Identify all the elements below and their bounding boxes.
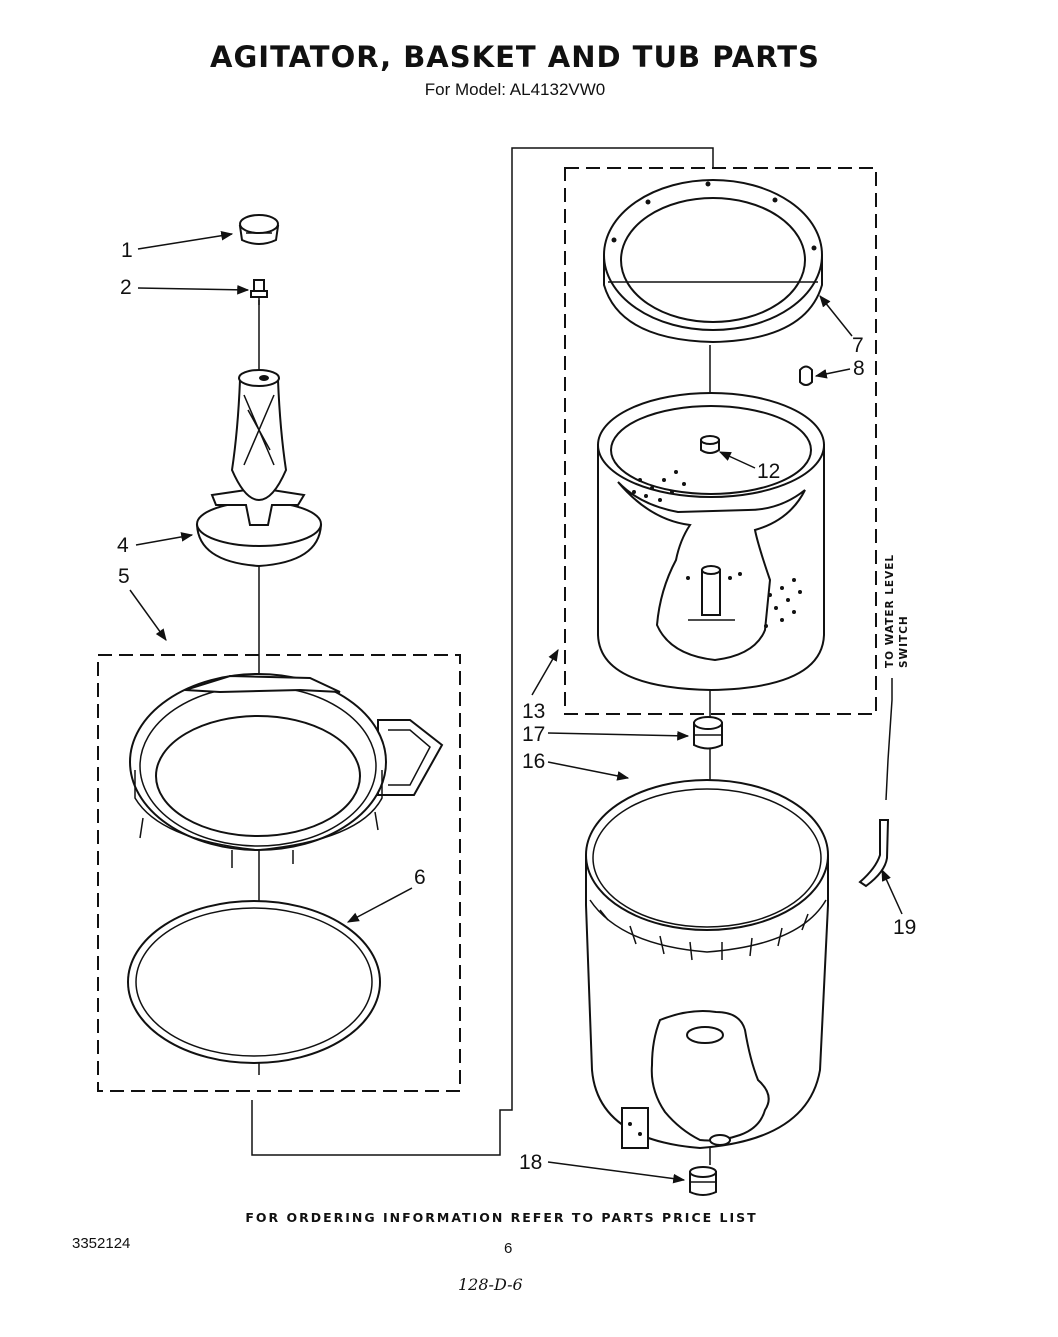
callout-8: 8: [853, 357, 865, 380]
group-box-13: [564, 167, 877, 715]
callout-12: 12: [757, 460, 780, 483]
callout-17: 17: [522, 723, 545, 746]
leader-16: [547, 761, 630, 781]
leader-5: [129, 589, 167, 641]
ordering-note: FOR ORDERING INFORMATION REFER TO PARTS …: [245, 1210, 758, 1225]
water-level-label-line1: TO WATER LEVEL: [884, 554, 896, 668]
leader-19: [881, 868, 903, 915]
leader-18: [547, 1161, 686, 1184]
callout-6: 6: [414, 866, 426, 889]
leader-6: [346, 887, 413, 923]
water-level-hose-part: [858, 678, 893, 888]
callout-18: 18: [519, 1151, 542, 1174]
callout-19: 19: [893, 916, 916, 939]
leader-13: [531, 648, 559, 696]
clip-part: [799, 365, 813, 386]
callout-2: 2: [120, 276, 132, 299]
callout-7: 7: [852, 334, 864, 357]
page-title: AGITATOR, BASKET AND TUB PARTS: [210, 40, 820, 74]
callout-16: 16: [522, 750, 545, 773]
drive-hub-part: [693, 716, 723, 750]
drain-connector-part: [689, 1166, 717, 1196]
callout-5: 5: [118, 565, 130, 588]
assembly-connector-line: [251, 147, 714, 1156]
page-number: 6: [504, 1240, 513, 1257]
balance-ring-part: [603, 179, 823, 344]
spin-basket-part: [597, 392, 825, 692]
leader-17: [547, 730, 690, 741]
agitator-part: [195, 369, 323, 568]
water-level-switch-label: TO WATER LEVEL SWITCH: [884, 554, 910, 668]
handwritten-code: 128-D-6: [458, 1275, 523, 1294]
document-number: 3352124: [72, 1235, 131, 1252]
leader-7: [819, 295, 853, 337]
callout-1: 1: [121, 239, 133, 262]
leader-2: [137, 285, 250, 295]
water-level-label-line2: SWITCH: [898, 615, 910, 668]
group-box-5: [97, 654, 461, 1092]
tub-ring-part: [129, 673, 444, 868]
seal-ring-part: [127, 900, 381, 1064]
leader-8: [814, 368, 851, 379]
agitator-cap-part: [238, 214, 280, 245]
outer-tub-part: [585, 779, 829, 1150]
callout-4: 4: [117, 534, 129, 557]
callout-13: 13: [522, 700, 545, 723]
leader-12: [718, 451, 756, 469]
bolt-part: [250, 279, 268, 305]
model-subtitle: For Model: AL4132VW0: [424, 80, 606, 99]
leader-4: [135, 532, 194, 546]
leader-1: [137, 230, 234, 250]
